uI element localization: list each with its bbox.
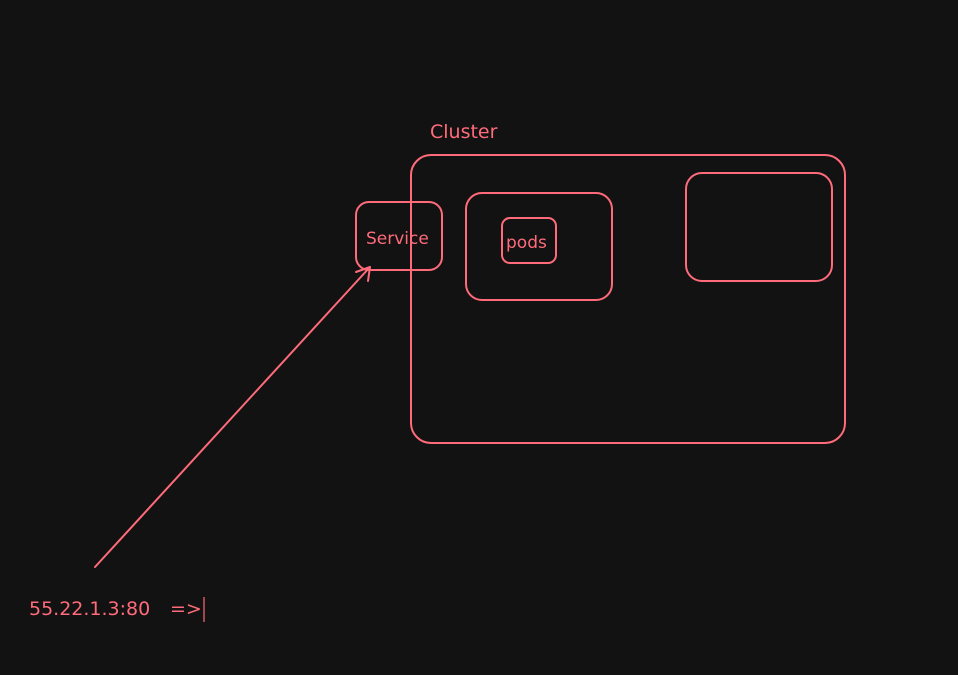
node-box[interactable]	[465, 192, 613, 301]
request-arrow-head	[355, 266, 371, 282]
request-arrow-line[interactable]	[94, 266, 371, 568]
pods-box[interactable]	[501, 217, 557, 264]
service-label[interactable]: Service	[366, 229, 429, 249]
cluster-box[interactable]	[410, 154, 846, 444]
cluster-label[interactable]: Cluster	[430, 121, 498, 143]
address-text[interactable]: 55.22.1.3:80	[29, 598, 150, 620]
empty-node-box[interactable]	[685, 172, 833, 282]
arrow-text[interactable]: =>	[170, 598, 202, 620]
pods-label[interactable]: pods	[506, 233, 547, 253]
service-box[interactable]	[355, 201, 443, 271]
